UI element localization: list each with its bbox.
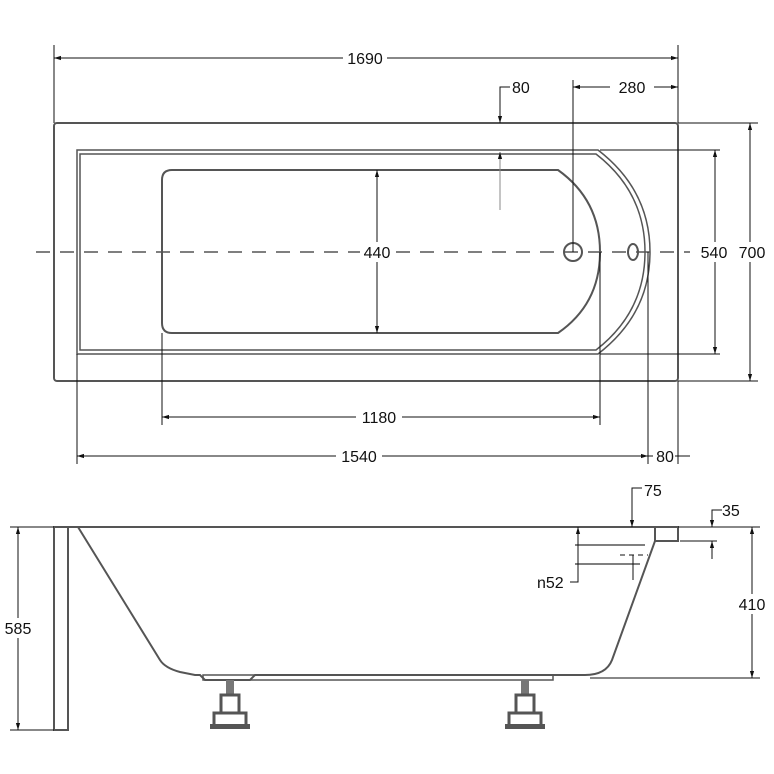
dim-overflow: n52 (537, 575, 564, 592)
dim-rim-thickness: 35 (722, 503, 740, 520)
dim-basin-width: 440 (364, 245, 391, 262)
basin-outline (161, 169, 602, 334)
dim-tub-depth: 410 (739, 597, 766, 614)
dim-inner-length: 1540 (341, 449, 377, 466)
front-apron (53, 526, 69, 731)
dim-drain-offset: 280 (619, 80, 646, 97)
base-frame (202, 674, 554, 681)
dim-overall-width: 700 (739, 245, 766, 262)
top-view: 1690 80 280 440 540 700 1180 (36, 45, 770, 466)
dim-inner-width: 540 (701, 245, 728, 262)
dim-rim-offset: 80 (512, 80, 530, 97)
dim-basin-length: 1180 (362, 410, 397, 427)
dim-overall-length: 1690 (347, 51, 383, 68)
outer-rim (53, 122, 679, 382)
foot-left (210, 680, 250, 729)
dim-total-height: 585 (5, 621, 32, 638)
foot-right (505, 680, 545, 729)
side-view: n52 75 35 585 410 (2, 483, 771, 731)
dim-end-rim: 80 (656, 449, 674, 466)
overflow-icon (627, 243, 639, 261)
tub-profile (54, 526, 679, 681)
dim-rim-overhang: 75 (644, 483, 662, 500)
